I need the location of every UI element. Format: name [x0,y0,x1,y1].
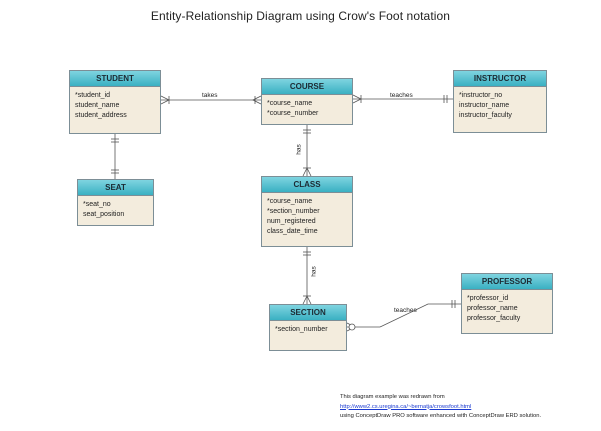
credit-link[interactable]: http://www2.cs.uregina.ca/~bernatja/crow… [340,403,472,410]
entity-instructor[interactable]: INSTRUCTOR *instructor_no instructor_nam… [453,70,547,133]
entity-professor-attr: *professor_id [467,295,509,302]
entity-class-title: CLASS [262,177,352,193]
entity-seat-title: SEAT [78,180,153,196]
label-teaches-professor: teaches [394,307,417,314]
entity-student-attr: student_name [75,102,120,109]
entity-course[interactable]: COURSE *course_name *course_number [261,78,353,125]
connector-class-section [302,247,312,305]
label-teaches-instructor: teaches [390,92,413,99]
entity-section-attr: *section_number [275,326,328,333]
connector-course-class [302,125,312,177]
entity-seat[interactable]: SEAT *seat_no seat_position [77,179,154,226]
entity-instructor-attr: *instructor_no [459,92,503,99]
label-has-course-class: has [295,144,303,155]
entity-student[interactable]: STUDENT *student_id student_name student… [69,70,161,134]
credit-note: This diagram example was redrawn from ht… [340,393,541,422]
entity-seat-attr: *seat_no [83,201,111,208]
entity-class-attr: *course_name [267,198,313,205]
label-takes: takes [202,92,218,99]
entity-instructor-attr: instructor_faculty [459,112,512,119]
diagram-title: Entity-Relationship Diagram using Crow's… [150,9,451,23]
entity-student-attr: *student_id [75,92,111,99]
entity-course-title: COURSE [262,79,352,95]
entity-professor-title: PROFESSOR [462,274,552,290]
entity-section[interactable]: SECTION *section_number [269,304,347,351]
entity-student-attr: student_address [75,112,127,119]
connector-section-professor [346,300,461,332]
entity-class[interactable]: CLASS *course_name *section_number num_r… [261,176,353,247]
credit-line: This diagram example was redrawn from [340,394,445,400]
entity-course-attr: *course_name [267,100,313,107]
entity-class-attr: class_date_time [267,228,318,235]
connector-student-seat [111,133,119,179]
entity-professor[interactable]: PROFESSOR *professor_id professor_name p… [461,273,553,334]
entity-class-attr: num_registered [267,218,316,225]
label-has-class-section: has [310,266,318,277]
entity-instructor-attr: instructor_name [459,102,510,109]
entity-instructor-title: INSTRUCTOR [454,71,546,87]
entity-class-attr: *section_number [267,208,320,215]
connector-course-instructor [352,94,453,104]
entity-section-title: SECTION [270,305,346,321]
entity-professor-attr: professor_name [467,305,518,312]
entity-student-title: STUDENT [70,71,160,87]
entity-course-attr: *course_number [267,110,319,117]
connector-student-course [160,95,262,105]
entity-seat-attr: seat_position [83,211,125,218]
credit-line: using ConceptDraw PRO software enhanced … [340,413,542,419]
entity-professor-attr: professor_faculty [467,315,521,322]
